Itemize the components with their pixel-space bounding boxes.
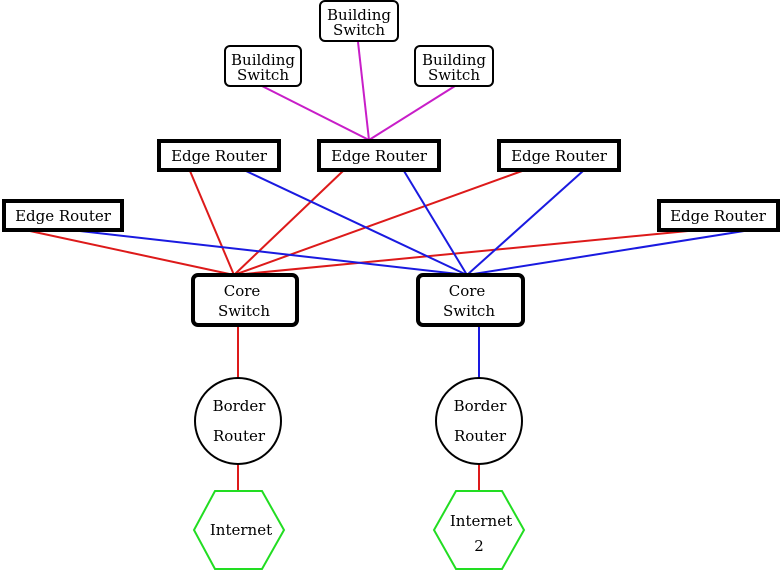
internet-left-label: Internet: [210, 521, 272, 539]
building-switch-right-line2: Switch: [428, 66, 480, 84]
edge-router-3-label: Edge Router: [511, 147, 608, 165]
building-switch-right-line1: Building: [422, 51, 486, 69]
edge-router-1: Edge Router: [157, 139, 281, 172]
link-edge-left-to-core-left: [29, 230, 235, 276]
link-building-right-to-edge-2: [368, 85, 456, 141]
link-edge-2-to-core-right: [403, 170, 468, 276]
link-edge-1-to-core-left: [189, 170, 235, 276]
edge-router-left: Edge Router: [2, 199, 124, 232]
blue-links: [79, 170, 745, 378]
border-router-right-line2: Router: [454, 427, 507, 445]
building-switch-right: Building Switch: [414, 45, 494, 87]
edge-router-right: Edge Router: [657, 199, 780, 232]
core-switch-left: Core Switch: [191, 273, 299, 327]
link-edge-right-to-core-right: [466, 230, 745, 276]
edge-router-right-label: Edge Router: [670, 207, 767, 225]
core-switch-right: Core Switch: [416, 273, 525, 327]
building-switch-left-line1: Building: [231, 51, 295, 69]
core-switch-left-line2: Switch: [218, 302, 270, 320]
internet-right-line2: 2: [474, 537, 484, 555]
link-edge-left-to-core-right: [79, 230, 468, 276]
link-edge-3-to-core-right: [466, 170, 584, 276]
link-edge-1-to-core-right: [245, 170, 468, 276]
link-edge-2-to-core-left: [233, 170, 344, 276]
link-building-left-to-edge-2: [261, 85, 370, 141]
link-building-top-to-edge-2: [357, 41, 370, 141]
link-edge-3-to-core-left: [233, 170, 523, 276]
edge-router-2: Edge Router: [317, 139, 441, 172]
border-router-left-line1: Border: [213, 397, 267, 415]
core-switch-right-line2: Switch: [443, 302, 495, 320]
core-switch-left-line1: Core: [224, 282, 261, 300]
red-links: [29, 170, 689, 491]
building-switch-top-line1: Building: [327, 6, 391, 24]
edge-router-2-label: Edge Router: [331, 147, 428, 165]
edge-router-left-label: Edge Router: [15, 207, 112, 225]
internet-right-line1: Internet: [450, 512, 512, 530]
building-switch-top: Building Switch: [319, 0, 399, 42]
link-edge-right-to-core-left: [233, 230, 689, 276]
border-router-left: Border Router: [194, 377, 282, 465]
border-router-right: Border Router: [435, 377, 523, 465]
building-switch-left-line2: Switch: [237, 66, 289, 84]
border-router-right-line1: Border: [454, 397, 508, 415]
internet-left: Internet: [192, 490, 286, 570]
core-switch-right-line1: Core: [449, 282, 486, 300]
edge-router-3: Edge Router: [497, 139, 621, 172]
internet-right: Internet 2: [432, 490, 526, 570]
edge-router-1-label: Edge Router: [171, 147, 268, 165]
building-switch-left: Building Switch: [224, 45, 302, 87]
border-router-left-line2: Router: [213, 427, 266, 445]
building-switch-top-line2: Switch: [333, 21, 385, 39]
magenta-links: [261, 41, 456, 141]
